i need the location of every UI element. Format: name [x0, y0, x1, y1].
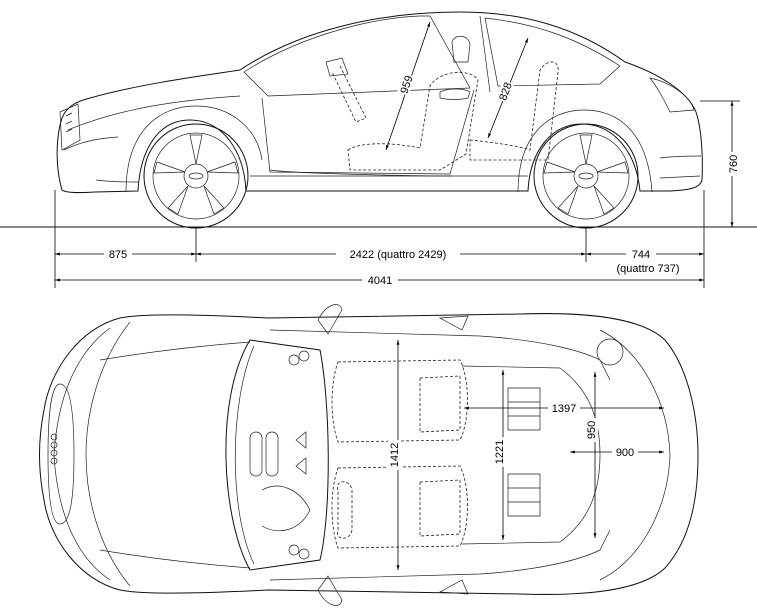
rear-overhang-quattro-label: (quattro 737) [617, 263, 680, 275]
rear-seat-width-label: 1221 [494, 440, 506, 464]
front-overhang-label: 875 [109, 249, 127, 261]
seat-diag-rear-label: 828 [497, 81, 515, 102]
rear-wheel-icon [533, 123, 639, 229]
seat-diag-front-label: 959 [399, 74, 416, 95]
height-label: 760 [728, 155, 740, 173]
rear-overhang-label: 744 [632, 249, 650, 261]
wheelbase-label: 2422 (quattro 2429) [350, 249, 447, 261]
side-view: 959 828 760 875 2422 (quattro 2429) 744 … [0, 11, 757, 288]
front-wheel-icon [143, 123, 249, 229]
rear-shoulder-label: 1397 [552, 403, 576, 415]
top-view: 1412 1221 950 1397 900 [39, 304, 699, 606]
cabin-width-label: 1412 [389, 443, 401, 467]
car-badge-icon [50, 433, 58, 465]
car-top-body [39, 313, 699, 595]
car-side-body [56, 11, 703, 194]
rear-length-label: 950 [586, 421, 598, 439]
boot-width-label: 900 [616, 447, 634, 459]
overall-length-label: 4041 [368, 275, 392, 287]
